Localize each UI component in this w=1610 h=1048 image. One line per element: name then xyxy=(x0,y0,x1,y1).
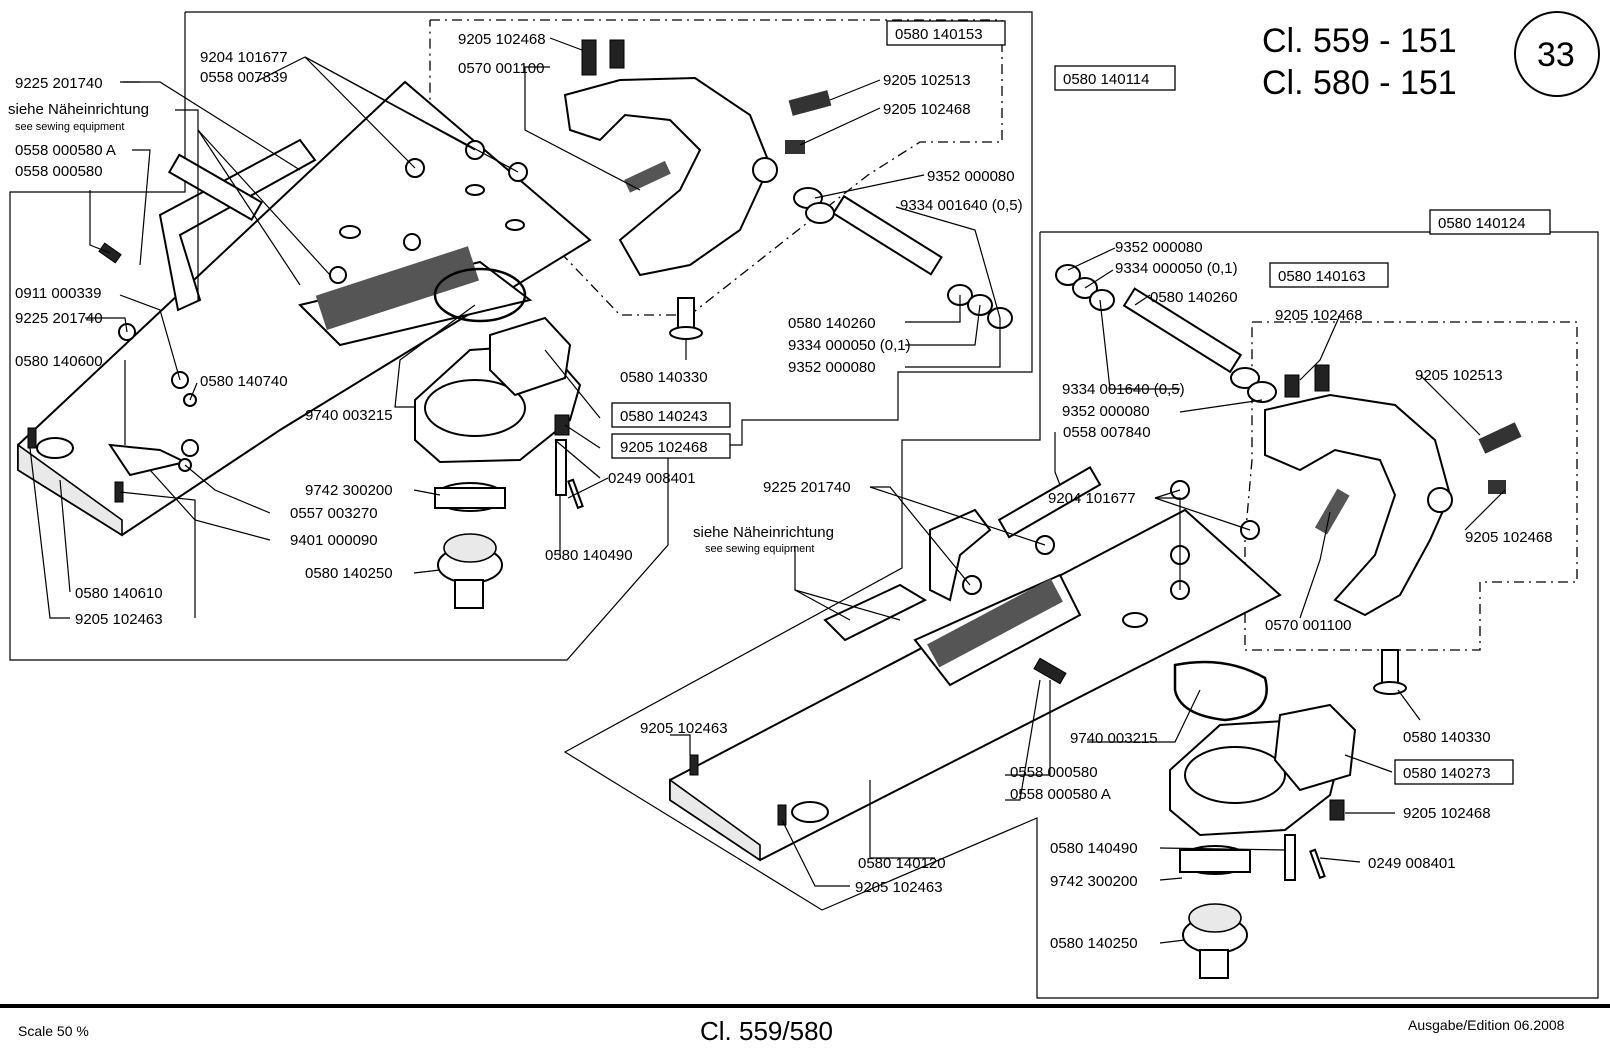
label-0580-140260-a: 0580 140260 xyxy=(788,315,876,332)
label-siehe-naeheinrichtung-b: siehe Näheinrichtung xyxy=(693,524,834,541)
label-see-sewing-equipment-b: see sewing equipment xyxy=(705,543,814,555)
label-0580-140114: 0580 140114 xyxy=(1063,71,1149,88)
label-9334-001640-b: 9334 001640 (0,5) xyxy=(1062,381,1185,398)
label-0570-001100-b: 0570 001100 xyxy=(1265,617,1351,634)
label-0580-140250-b: 0580 140250 xyxy=(1050,935,1138,952)
label-0558-000580-a-a: 0558 000580 A xyxy=(15,142,116,159)
label-9352-000080-b: 9352 000080 xyxy=(788,359,876,376)
label-0558-000580-b: 0558 000580 xyxy=(1010,764,1098,781)
label-9334-001640-a: 9334 001640 (0,5) xyxy=(900,197,1023,214)
label-9205-102463-c: 9205 102463 xyxy=(855,879,943,896)
label-9205-102463-b: 9205 102463 xyxy=(640,720,728,737)
label-9205-102513-b: 9205 102513 xyxy=(1415,367,1503,384)
title-line-1: Cl. 559 - 151 xyxy=(1262,22,1457,60)
footer-model: Cl. 559/580 xyxy=(700,1016,833,1046)
label-0249-008401-b: 0249 008401 xyxy=(1368,855,1456,872)
label-9742-300200-a: 9742 300200 xyxy=(305,482,393,499)
label-9352-000080-c: 9352 000080 xyxy=(1115,239,1203,256)
label-9204-101677-a: 9204 101677 xyxy=(200,49,288,66)
label-0580-140243: 0580 140243 xyxy=(620,408,708,425)
label-9334-000050-a: 9334 000050 (0,1) xyxy=(788,337,911,354)
page-number: 33 xyxy=(1537,36,1575,74)
label-0580-140610: 0580 140610 xyxy=(75,585,163,602)
label-0558-000580-a-b: 0558 000580 A xyxy=(1010,786,1111,803)
label-0580-140120: 0580 140120 xyxy=(858,855,946,872)
label-0558-007840: 0558 007840 xyxy=(1063,424,1151,441)
label-9205-102468-c: 9205 102468 xyxy=(620,439,708,456)
label-9205-102468-b: 9205 102468 xyxy=(883,101,971,118)
label-0570-001100-a: 0570 001100 xyxy=(458,60,544,77)
title-line-2: Cl. 580 - 151 xyxy=(1262,64,1457,102)
label-9205-102468-d: 9205 102468 xyxy=(1275,307,1363,324)
right-housing xyxy=(1169,660,1357,979)
label-9352-000080-d: 9352 000080 xyxy=(1062,403,1150,420)
left-leader-lines xyxy=(29,37,1001,619)
label-9225-201740-c: 9225 201740 xyxy=(763,479,851,496)
right-handle xyxy=(929,465,1102,602)
label-9204-101677-b: 9204 101677 xyxy=(1048,490,1136,507)
left-base-plate xyxy=(17,80,592,537)
label-0580-140330-a: 0580 140330 xyxy=(620,369,708,386)
right-labels: 0580 140124 9352 000080 9334 000050 (0,1… xyxy=(640,209,1553,952)
label-0580-140490-a: 0580 140490 xyxy=(545,547,633,564)
label-0580-140124: 0580 140124 xyxy=(1438,215,1526,232)
label-0580-140260-b: 0580 140260 xyxy=(1150,289,1238,306)
label-0249-008401-a: 0249 008401 xyxy=(608,470,696,487)
label-0580-140330-b: 0580 140330 xyxy=(1403,729,1491,746)
label-9740-003215-b: 9740 003215 xyxy=(1070,730,1158,747)
label-9205-102463-a: 9205 102463 xyxy=(75,611,163,628)
label-0580-140740: 0580 140740 xyxy=(200,373,288,390)
label-0558-000580-a: 0558 000580 xyxy=(15,163,103,180)
right-lever-dashed-outline xyxy=(1244,321,1578,651)
right-leader-lines xyxy=(670,247,1506,944)
label-9334-000050-b: 9334 000050 (0,1) xyxy=(1115,260,1238,277)
label-see-sewing-equipment-a: see sewing equipment xyxy=(15,121,124,133)
label-0580-140163: 0580 140163 xyxy=(1278,268,1366,285)
label-9205-102513-a: 9205 102513 xyxy=(883,72,971,89)
label-0580-140273: 0580 140273 xyxy=(1403,765,1491,782)
label-0557-003270: 0557 003270 xyxy=(290,505,378,522)
label-0580-140490-b: 0580 140490 xyxy=(1050,840,1138,857)
label-0580-140153: 0580 140153 xyxy=(895,26,983,43)
label-9742-300200-b: 9742 300200 xyxy=(1050,873,1138,890)
label-9225-201740-b: 9225 201740 xyxy=(15,310,103,327)
label-0911-000339: 0911 000339 xyxy=(15,285,101,302)
right-lever xyxy=(1055,264,1522,695)
label-9225-201740-a: 9225 201740 xyxy=(15,75,103,92)
label-0558-007839: 0558 007839 xyxy=(200,69,288,86)
label-9740-003215-a: 9740 003215 xyxy=(305,407,393,424)
label-0580-140250-a: 0580 140250 xyxy=(305,565,393,582)
label-siehe-naeheinrichtung-a: siehe Näheinrichtung xyxy=(8,101,149,118)
label-9401-000090: 9401 000090 xyxy=(290,532,378,549)
footer-scale: Scale 50 % xyxy=(18,1023,89,1039)
left-housing xyxy=(414,267,584,609)
label-9205-102468-a: 9205 102468 xyxy=(458,31,546,48)
right-group-outline xyxy=(563,231,1599,999)
label-9205-102468-f: 9205 102468 xyxy=(1403,805,1491,822)
page-number-circle xyxy=(1514,11,1600,97)
label-9205-102468-e: 9205 102468 xyxy=(1465,529,1553,546)
label-0580-140600: 0580 140600 xyxy=(15,353,103,370)
left-small-parts xyxy=(107,371,199,477)
left-labels: 9205 102468 0570 001100 0580 140153 9204… xyxy=(8,20,1176,628)
left-lever xyxy=(563,39,1013,340)
right-base-plate xyxy=(669,508,1282,862)
footer-edition: Ausgabe/Edition 06.2008 xyxy=(1408,1017,1565,1033)
label-9352-000080-a: 9352 000080 xyxy=(927,168,1015,185)
